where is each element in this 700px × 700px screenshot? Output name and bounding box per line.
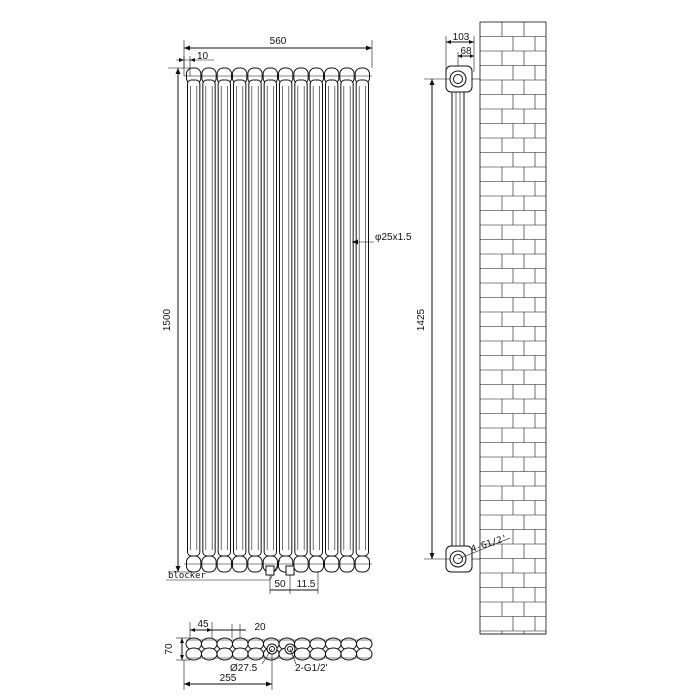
radiator-tube [186, 67, 202, 573]
radiator-tube [339, 67, 355, 573]
radiator-tubes [184, 67, 372, 573]
port-label: Ø27.5 [230, 663, 258, 674]
radiator-tube [354, 67, 370, 573]
center-height-dimension: 1425 [416, 78, 450, 560]
plan-tube-outline [185, 637, 373, 661]
width-label: 560 [270, 36, 287, 47]
blocker-callout: blocker [166, 559, 281, 581]
offset-dimension: 255 [183, 654, 273, 690]
radiator-tube [324, 67, 340, 573]
tube-spec-callout: φ25x1.5 [352, 232, 412, 245]
depth-dimension: 103 68 [445, 32, 475, 72]
spacing-label: 20 [254, 622, 266, 633]
radiator-tube [278, 67, 294, 573]
inlet-offset-label: 50 [274, 579, 286, 590]
height-dimension: 1500 [162, 67, 190, 573]
side-view: 103 68 1425 [416, 21, 547, 635]
center-height-label: 1425 [416, 308, 427, 331]
tube-gap-label: 10 [197, 51, 209, 62]
height-label: 1500 [162, 308, 173, 331]
wall-gap-label: 68 [460, 46, 472, 57]
plan-view: 45 20 70 Ø27.5 2-G1/2' [164, 619, 373, 690]
pitch-label: 45 [197, 619, 209, 630]
radiator-side-profile [445, 65, 480, 573]
radiator-tube [201, 67, 217, 573]
width-dimension: 560 [183, 36, 373, 68]
radiator-tube [293, 67, 309, 573]
tube-gap-dimension: 10 [176, 51, 214, 76]
radiator-tube [262, 67, 278, 573]
inlet-spacing-label: 11.5 [297, 579, 316, 590]
radiator-tube [247, 67, 263, 573]
radiator-tube [216, 67, 233, 573]
tube-spec-label: φ25x1.5 [375, 232, 412, 243]
brick-wall [479, 21, 547, 635]
plan-depth-dimension: 70 [164, 637, 190, 661]
plan-tube [356, 647, 373, 661]
thread-label: 2-G1/2' [295, 663, 328, 674]
radiator-tube [308, 67, 324, 573]
plan-ports: Ø27.5 2-G1/2' [230, 643, 328, 674]
radiator-tube [232, 67, 248, 573]
blocker-label: blocker [168, 571, 207, 581]
pitch-dimension: 45 20 [189, 619, 266, 638]
offset-label: 255 [220, 673, 237, 684]
plan-depth-label: 70 [164, 643, 175, 655]
front-view: 560 10 1500 φ25x1.5 blocker [162, 36, 412, 594]
depth-label: 103 [453, 32, 470, 43]
inlet-dimensions: 50 11.5 [265, 565, 319, 594]
